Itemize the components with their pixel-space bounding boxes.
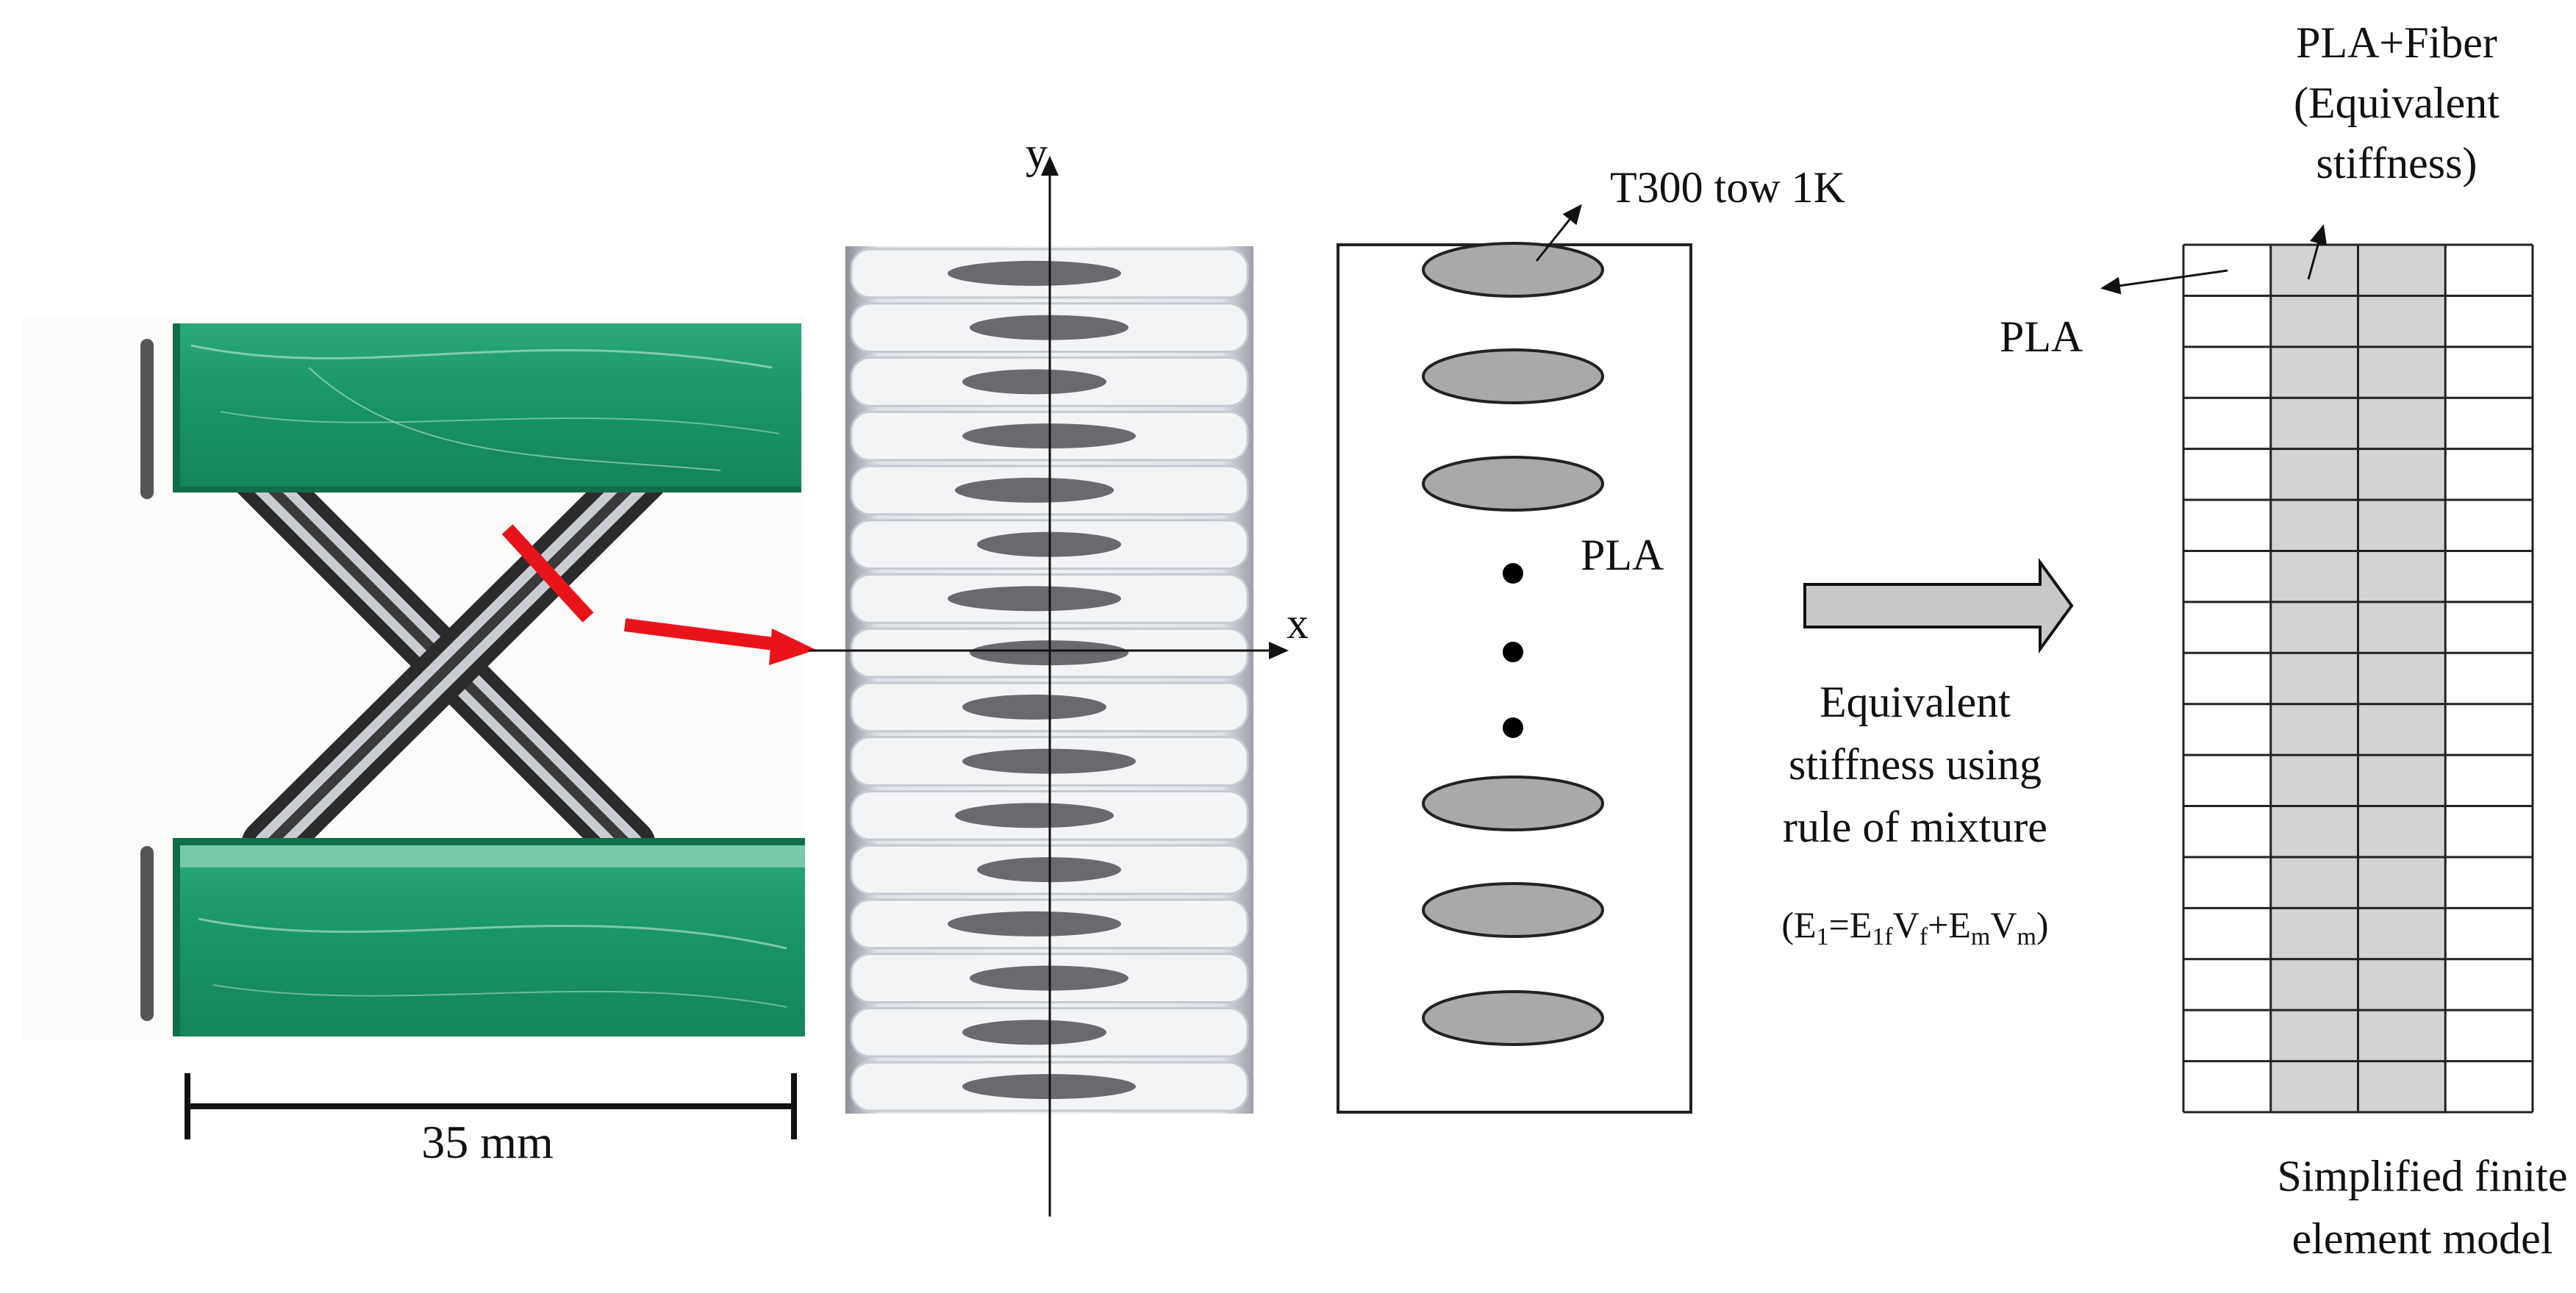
scale-bar: 35 mm [185, 1073, 797, 1168]
block-arrow [1803, 557, 2074, 654]
tow-schematic: T300 tow 1K PLA [1337, 163, 1845, 1114]
fiber-tow-section [948, 260, 1121, 286]
fiber-column [2358, 245, 2446, 1112]
pla-label: PLA [2000, 312, 2083, 361]
bottom-green-block [173, 838, 805, 1036]
fiber-region-label-line3: stiffness) [2316, 139, 2477, 187]
fiber-label-pointer [2307, 224, 2328, 280]
fe-caption-line1: Simplified finite [2278, 1152, 2568, 1200]
fiber-tow-section [962, 694, 1106, 720]
conversion-step: Equivalent stiffness using rule of mixtu… [1781, 557, 2074, 950]
conversion-text-line2: stiffness using [1789, 740, 2042, 789]
conversion-text-line1: Equivalent [1820, 678, 2011, 726]
fiber-region-label-line1: PLA+Fiber [2296, 18, 2497, 67]
fiber-tow-section [955, 477, 1114, 503]
fiber-tow-section [962, 369, 1106, 395]
conversion-text-line3: rule of mixture [1783, 803, 2047, 851]
matrix-label: PLA [1581, 531, 1664, 579]
fe-caption-line2: element model [2292, 1214, 2553, 1263]
tow-ellipse [1422, 242, 1604, 298]
fe-mesh-grid [2182, 243, 2534, 1114]
fiber-region-label-line2: (Equivalent [2294, 79, 2500, 127]
fe-model: PLA+Fiber (Equivalent stiffness) PLA Sim… [2000, 18, 2567, 1263]
rule-of-mixture-formula: (E1=E1fVf+EmVm) [1781, 904, 2048, 950]
y-axis-label: y [1026, 129, 1048, 177]
cross-section-micrograph: y x [809, 129, 1309, 1217]
tow-ellipse [1422, 776, 1604, 831]
pla-label-pointer [2100, 269, 2228, 295]
specimen-photo [22, 316, 805, 1040]
tow-ellipse [1422, 882, 1604, 938]
fiber-tows [1422, 242, 1604, 1046]
tow-label: T300 tow 1K [1610, 163, 1845, 212]
ellipsis-dot [1503, 717, 1523, 738]
fiber-tow-section [962, 1020, 1106, 1045]
fiber-tow-section [948, 586, 1121, 612]
lattice-struts [140, 339, 674, 1021]
x-axis-label: x [1287, 599, 1309, 648]
section-cut-marker [501, 524, 594, 623]
ellipsis-dot [1503, 642, 1523, 662]
tow-ellipse [1422, 456, 1604, 512]
fiber-column [2270, 245, 2358, 1112]
tow-label-pointer [1535, 204, 1582, 262]
top-green-block [173, 323, 801, 493]
fiber-tow-section [948, 911, 1121, 936]
tow-ellipse [1422, 348, 1604, 404]
fiber-tow-section [955, 803, 1114, 828]
red-arrow [623, 618, 816, 665]
ellipsis-dot [1503, 563, 1523, 584]
scale-bar-label: 35 mm [421, 1116, 554, 1168]
tow-ellipse [1422, 990, 1604, 1046]
